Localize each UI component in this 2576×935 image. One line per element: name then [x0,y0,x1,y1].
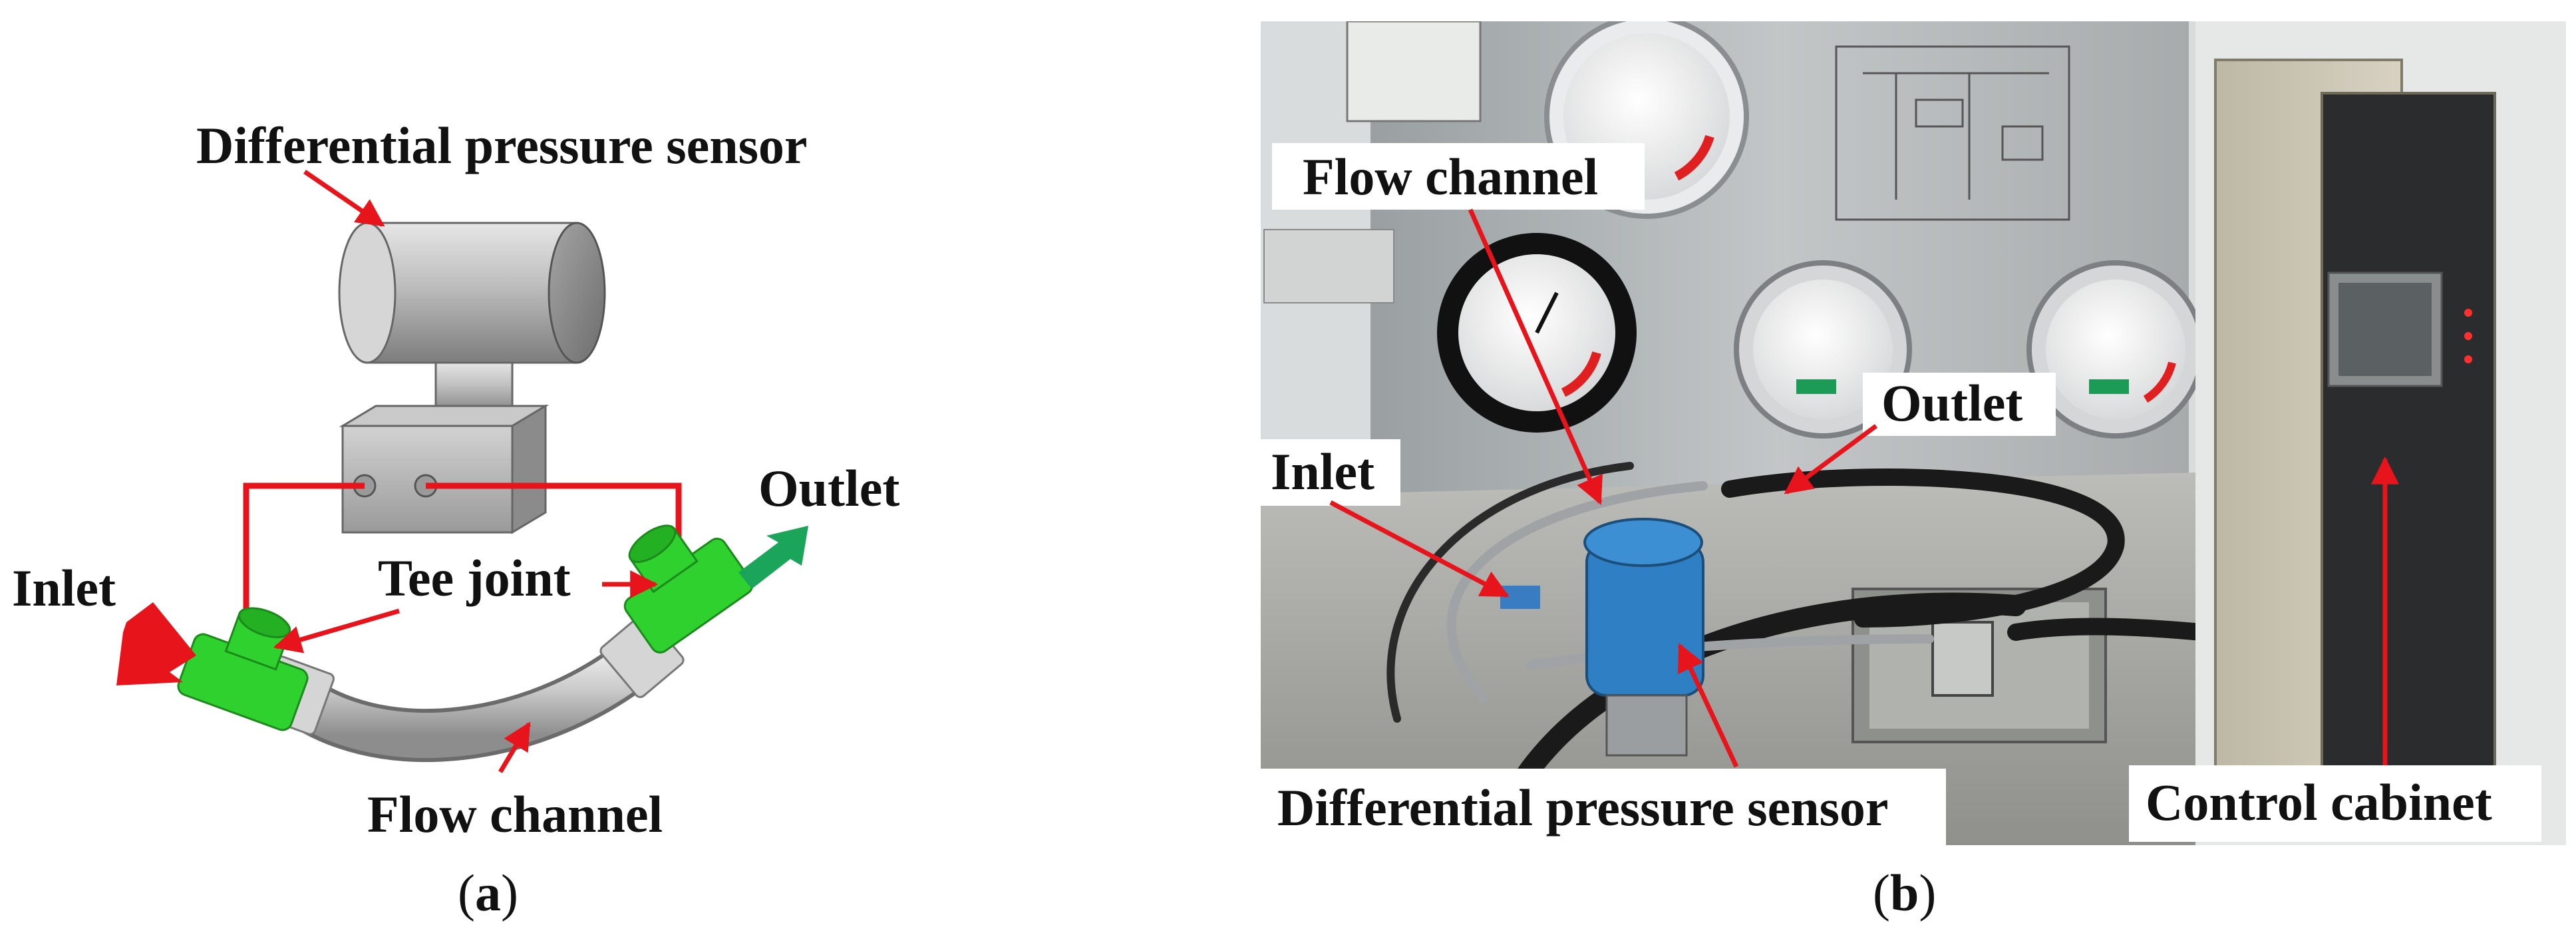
channel-pointer-b [1468,208,1603,505]
sensor-drawing [338,222,606,534]
label-channel-b: Flow channel [1303,148,1598,206]
inlet-flow-arrow [116,602,196,685]
panel-a-schematic: Differential pressure sensor Outlet Inle… [12,116,899,922]
label-outlet-a: Outlet [758,459,899,517]
label-inlet-b: Inlet [1271,443,1374,500]
inlet-pointer-b [1329,500,1510,598]
channel-pointer [498,721,532,773]
label-channel-a: Flow channel [367,785,663,843]
label-outlet-b: Outlet [1881,374,2022,432]
label-sensor-b: Differential pressure sensor [1277,779,1889,837]
sensor-pointer-b [1677,643,1739,768]
label-inlet-a: Inlet [12,559,116,617]
gauge-p1 [1437,233,1637,433]
label-sensor-a: Differential pressure sensor [196,116,808,174]
label-cabinet-b: Control cabinet [2146,773,2492,831]
tee-pointer-left [273,608,400,654]
sensor-pointer [303,170,385,227]
blue-sensor-photo [1583,518,1704,757]
caption-b: (b) [1873,864,1936,922]
caption-a: (a) [458,864,518,922]
panel-b-photo: Flow channel Outlet Inlet Differential p… [1261,21,2566,922]
outlet-flow-arrow [738,526,808,589]
control-cabinet-photo [2195,21,2566,845]
flow-channel-drawing [257,613,685,762]
label-tee-a: Tee joint [378,549,571,607]
outlet-pointer-b [1784,424,1878,494]
gauge-pb [2026,260,2205,439]
